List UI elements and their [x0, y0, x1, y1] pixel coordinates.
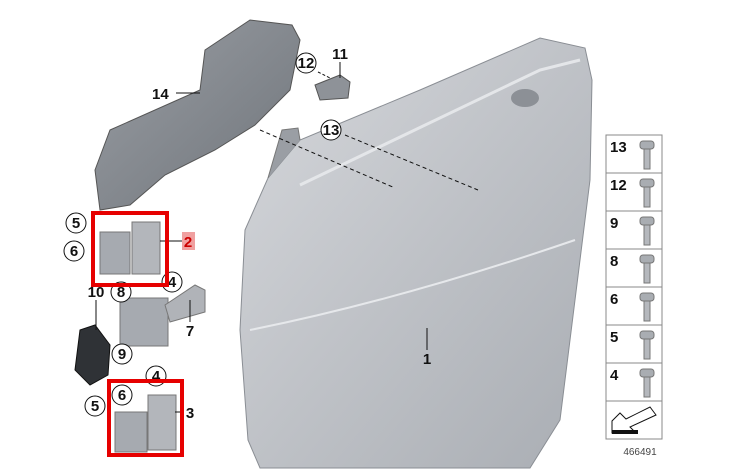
legend-label: 4 [610, 367, 619, 384]
svg-text:12: 12 [298, 55, 315, 72]
screw-head-icon [639, 254, 655, 264]
svg-text:14: 14 [152, 86, 169, 103]
screw-shank-icon [643, 224, 651, 246]
door-check-strap[interactable] [119, 284, 206, 347]
legend-cell [605, 362, 663, 402]
svg-text:6: 6 [70, 243, 78, 260]
screw-shank-icon [643, 148, 651, 170]
part-label-5: 5 [65, 212, 87, 234]
fastener-legend: 13 12 9 8 6 5 4 [605, 134, 663, 440]
svg-text:8: 8 [117, 284, 125, 301]
svg-text:4: 4 [152, 368, 161, 385]
screw-head-icon [639, 178, 655, 188]
part-label-9: 9 [111, 343, 133, 365]
bracket-part-11[interactable] [314, 74, 351, 101]
part-label-13: 13 [320, 119, 342, 141]
screw-head-icon [639, 216, 655, 226]
legend-label: 12 [610, 177, 627, 194]
screw-head-icon [639, 330, 655, 340]
part-label-10: 10 [88, 284, 105, 301]
part-label-11: 11 [332, 46, 348, 63]
door-shell[interactable] [239, 37, 593, 469]
legend-label: 5 [610, 329, 618, 346]
leader-lines [95, 62, 479, 413]
svg-text:7: 7 [186, 323, 194, 340]
legend-label: 9 [610, 215, 618, 232]
svg-text:2: 2 [184, 234, 192, 251]
screw-shank-icon [643, 262, 651, 284]
door-inner-shield[interactable] [94, 19, 301, 211]
svg-text:4: 4 [168, 274, 177, 291]
screw-shank-icon [643, 300, 651, 322]
highlight-box-part-2 [91, 211, 169, 287]
part-label-5: 5 [84, 395, 106, 417]
hinge-upper[interactable] [99, 221, 161, 275]
screw-head-icon [639, 140, 655, 150]
part-label-3: 3 [186, 405, 194, 422]
screw-head-icon [639, 292, 655, 302]
highlight-box-part-3 [107, 379, 184, 457]
screw-shank-icon [643, 186, 651, 208]
screw-head-icon [639, 368, 655, 378]
svg-text:3: 3 [186, 405, 194, 422]
wedge-part-10[interactable] [74, 324, 111, 386]
legend-label: 8 [610, 253, 618, 270]
part-label-14: 14 [152, 86, 169, 103]
svg-text:1: 1 [423, 351, 431, 368]
part-label-2: 2 [182, 232, 195, 251]
part-label-12: 12 [295, 52, 317, 74]
hinge-lower[interactable] [114, 394, 177, 453]
legend-label: 6 [610, 291, 618, 308]
svg-text:9: 9 [118, 346, 126, 363]
svg-text:5: 5 [91, 398, 99, 415]
diagram-number: 466491 [623, 447, 657, 458]
svg-text:11: 11 [332, 46, 348, 63]
legend-label: 13 [610, 139, 627, 156]
svg-text:5: 5 [72, 215, 80, 232]
svg-text:13: 13 [323, 122, 340, 139]
svg-text:6: 6 [118, 387, 126, 404]
arrow-base [612, 430, 638, 434]
svg-text:10: 10 [88, 284, 105, 301]
part-label-6: 6 [63, 240, 85, 262]
part-label-1: 1 [423, 351, 431, 368]
screw-shank-icon [643, 376, 651, 398]
part-label-7: 7 [186, 323, 194, 340]
screw-shank-icon [643, 338, 651, 360]
part-label-6: 6 [111, 384, 133, 406]
